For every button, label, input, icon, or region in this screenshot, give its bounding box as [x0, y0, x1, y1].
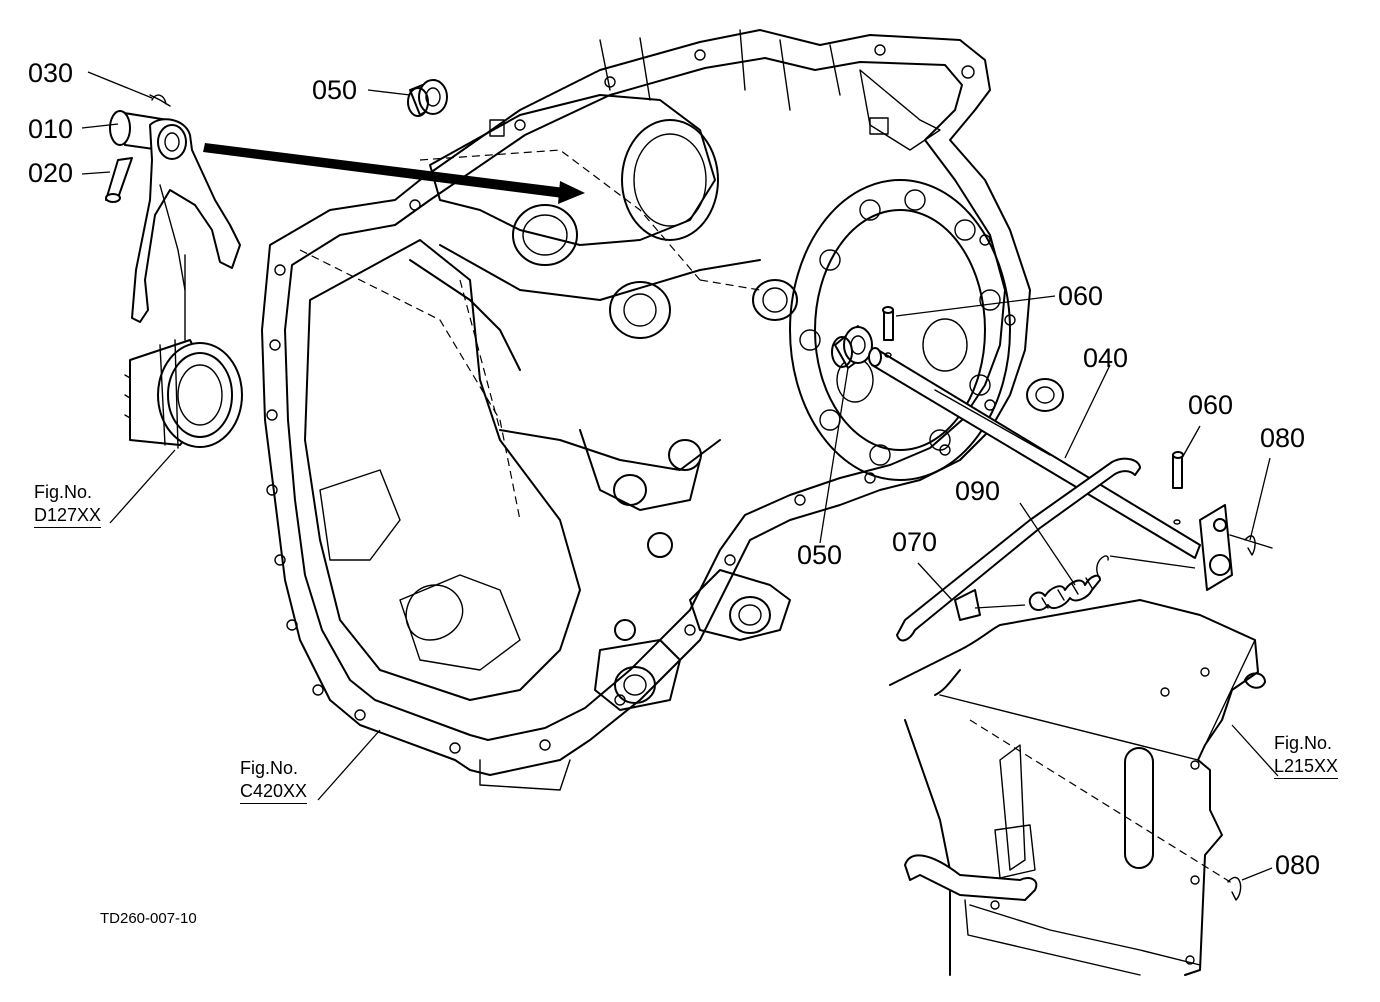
bearing-d127 — [124, 339, 243, 449]
figure-ref-d127[interactable]: Fig.No. D127XX — [34, 481, 102, 528]
bearing-050-top — [407, 79, 448, 117]
figure-ref-l215-prefix: Fig.No. — [1274, 733, 1333, 753]
bracket-l215 — [889, 599, 1266, 976]
figure-ref-l215-code: L215XX — [1274, 755, 1339, 779]
label-080-upper: 080 — [1260, 423, 1306, 453]
label-060-upper: 060 — [1058, 281, 1104, 311]
label-060-lower: 060 — [1188, 390, 1234, 420]
leader-lines — [81, 71, 1279, 881]
label-040: 040 — [1083, 343, 1129, 373]
label-010: 010 — [28, 114, 74, 144]
figure-ref-l215[interactable]: Fig.No. L215XX — [1274, 732, 1339, 779]
assembly-arrow — [203, 143, 565, 198]
label-080-lower: 080 — [1275, 850, 1321, 880]
figure-ref-c420[interactable]: Fig.No. C420XX — [240, 757, 308, 804]
pin-060-a — [882, 306, 894, 341]
transmission-housing — [261, 29, 1064, 791]
shift-fork-assembly — [105, 94, 241, 341]
label-030: 030 — [28, 58, 74, 88]
label-050-mid: 050 — [797, 540, 843, 570]
label-090: 090 — [955, 476, 1001, 506]
figure-ref-c420-prefix: Fig.No. — [240, 758, 299, 778]
pin-060-b — [1172, 451, 1184, 489]
spring-090 — [974, 555, 1196, 611]
figure-ref-d127-code: D127XX — [34, 504, 102, 528]
label-070: 070 — [892, 527, 938, 557]
figure-ref-d127-prefix: Fig.No. — [34, 482, 93, 502]
drawing-code: TD260-007-10 — [100, 910, 197, 927]
lever-plate — [1199, 504, 1273, 591]
label-050-top: 050 — [312, 75, 358, 105]
figure-ref-c420-code: C420XX — [240, 780, 308, 804]
rod-070 — [896, 457, 1141, 642]
label-020: 020 — [28, 158, 74, 188]
